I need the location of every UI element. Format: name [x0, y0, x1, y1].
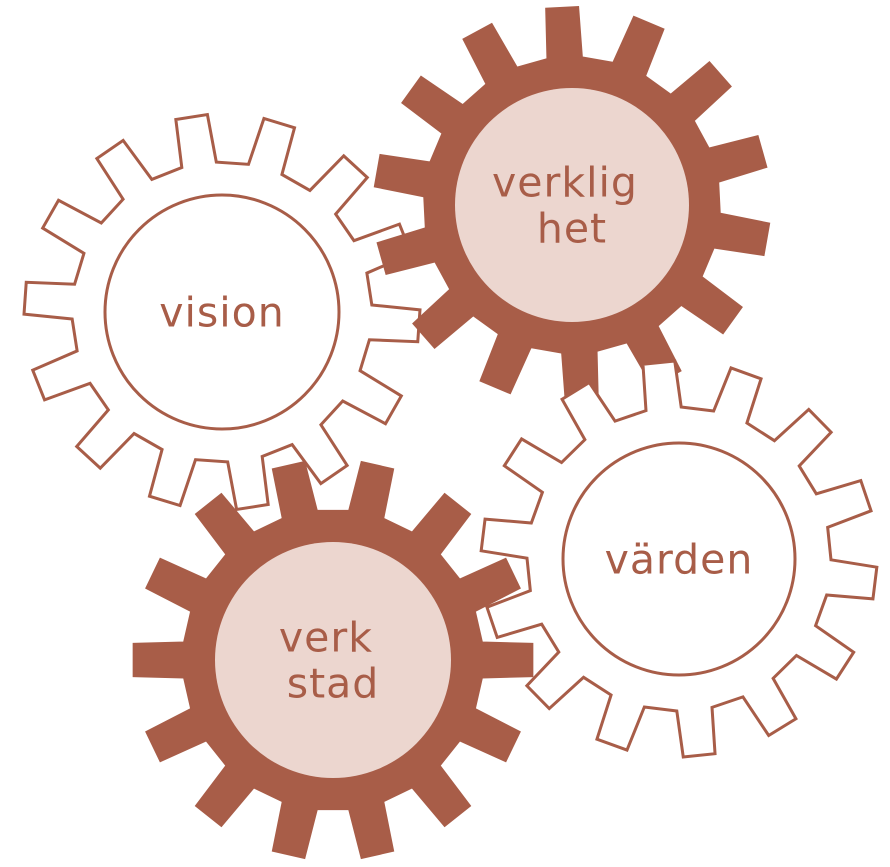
- gear-verkstad-hub: [215, 542, 451, 778]
- gear-verklighet-label: verklig het: [492, 158, 652, 252]
- gear-verklighet-label-line-1: verklig: [492, 158, 638, 206]
- gear-vision-label-line-1: vision: [159, 288, 284, 336]
- gear-vision: vision: [22, 112, 422, 512]
- gear-varden: värden: [479, 359, 879, 759]
- gear-verkstad: verk stad: [132, 460, 534, 860]
- gear-vision-hub: [103, 193, 341, 431]
- gear-verkstad-label: verk stad: [279, 613, 387, 707]
- gear-varden-label: värden: [605, 535, 754, 583]
- gear-verklighet-hub: [455, 88, 689, 322]
- gear-verkstad-label-line-1: verk: [279, 613, 373, 661]
- gear-vision-label: vision: [159, 288, 284, 336]
- gear-verklighet: verklig het: [373, 6, 771, 404]
- gear-varden-label-line-1: värden: [605, 535, 754, 583]
- gear-verklighet-label-line-2: het: [537, 204, 607, 252]
- gear-verkstad-label-line-2: stad: [287, 659, 380, 707]
- gear-varden-hub: [561, 441, 797, 677]
